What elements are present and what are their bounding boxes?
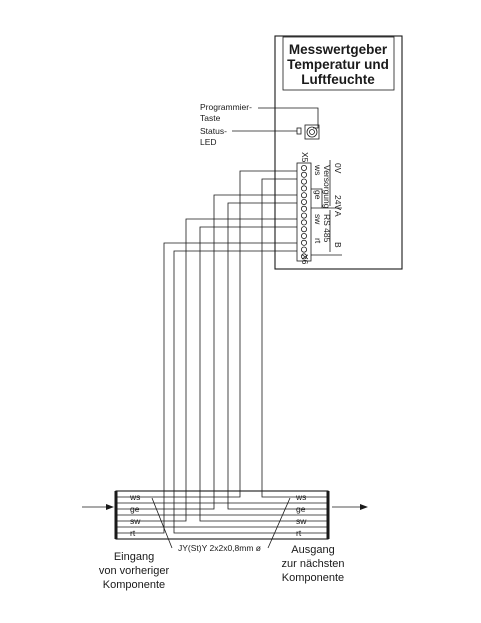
- terminal-screw: [300, 205, 307, 212]
- group-label-0v: 0V: [333, 163, 343, 174]
- terminal-screw: [300, 192, 307, 199]
- terminal-screw: [300, 171, 307, 178]
- terminal-screw: [300, 164, 307, 171]
- wire-in: [116, 194, 297, 510]
- rs485-label: RS 485: [322, 214, 332, 243]
- terminal-screw: [300, 253, 307, 260]
- wire-in: [116, 218, 297, 522]
- group-label-b: B: [333, 242, 343, 248]
- bus-out-label-ge: ge: [296, 504, 306, 514]
- group-label-a: A: [333, 211, 343, 217]
- device-title-line-2: Temperatur und: [287, 57, 389, 72]
- group-label-24v: 24V: [333, 195, 343, 210]
- input-caption-line-2: von vorheriger: [99, 565, 170, 577]
- bus-in-label-sw: sw: [130, 516, 141, 526]
- wire-in: [116, 242, 297, 534]
- wire-out: [261, 178, 328, 498]
- bus-in-label-ge: ge: [130, 504, 140, 514]
- terminal-wire-label-rt: rt: [313, 238, 323, 244]
- output-caption-line-1: Ausgang: [291, 544, 334, 556]
- terminal-x5-label: X5: [300, 152, 310, 163]
- input-arrow-icon: [82, 504, 114, 510]
- bus-in-label-rt: rt: [130, 528, 136, 538]
- input-caption-line-1: Eingang: [114, 551, 154, 563]
- bus-in-label-ws: ws: [129, 492, 140, 502]
- versorgung-label: Versorgung: [322, 165, 332, 209]
- bus-out-label-rt: rt: [296, 528, 302, 538]
- terminal-screw: [300, 198, 307, 205]
- output-caption-line-2: zur nächsten: [282, 558, 345, 570]
- device-title-box: [282, 36, 395, 91]
- device-title-line-1: Messwertgeber: [289, 42, 388, 57]
- terminal-x6-label: X6: [300, 254, 310, 265]
- versorgung-bracket: [311, 188, 323, 208]
- status-led-icon: [296, 127, 302, 135]
- device-enclosure: [274, 35, 403, 270]
- bus-out-label-ws: ws: [295, 492, 306, 502]
- prog-key-label-line-1: Programmier-: [200, 102, 252, 112]
- terminal-screw: [300, 178, 307, 185]
- terminal-screw: [300, 239, 307, 246]
- output-arrow-icon: [332, 504, 368, 510]
- prog-key-label-line-2: Taste: [200, 113, 221, 123]
- terminal-wire-label-sw: sw: [313, 214, 323, 225]
- terminal-screw: [300, 219, 307, 226]
- device-title-line-3: Luftfeuchte: [301, 72, 375, 87]
- terminal-wire-label-ws: ws: [313, 164, 323, 175]
- cable-leader-left: [151, 497, 173, 549]
- terminal-screw: [300, 226, 307, 233]
- output-caption-line-3: Komponente: [282, 572, 344, 584]
- input-caption-line-3: Komponente: [103, 579, 165, 591]
- wire-out: [227, 202, 328, 510]
- wire-out: [199, 226, 328, 522]
- terminal-screw: [300, 246, 307, 253]
- terminal-screw: [300, 232, 307, 239]
- wire-in: [116, 170, 297, 498]
- terminal-screw: [300, 185, 307, 192]
- terminal-screw: [300, 212, 307, 219]
- terminal-block: [296, 162, 312, 262]
- terminal-screws: [300, 164, 307, 260]
- cable-type-label: JY(St)Y 2x2x0,8mm ø: [178, 543, 261, 553]
- terminal-wire-label-ge: ge: [313, 190, 323, 200]
- programming-key-icon[interactable]: [304, 124, 320, 140]
- status-led-label-line-1: Status-: [200, 126, 227, 136]
- wire-out: [173, 250, 328, 534]
- wire-bundle: [116, 170, 328, 534]
- cable-leader-right: [267, 497, 291, 549]
- bus-out-label-sw: sw: [296, 516, 307, 526]
- status-led-label-line-2: LED: [200, 137, 217, 147]
